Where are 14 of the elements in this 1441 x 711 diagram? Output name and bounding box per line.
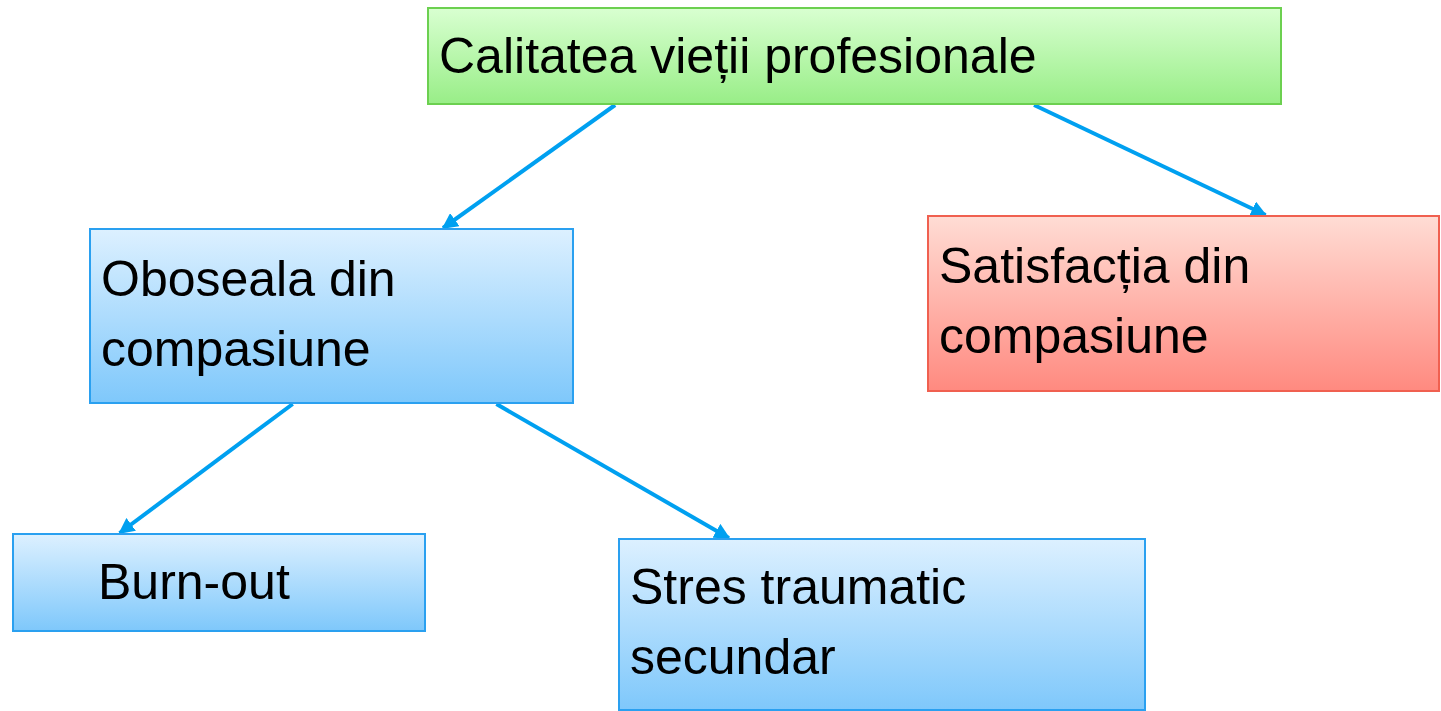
concept-label: Satisfacția din compasiune (939, 237, 1252, 366)
arrow (495, 402, 731, 540)
concept-box (12, 533, 426, 632)
concept-label: Calitatea vieții profesionale (439, 27, 1038, 86)
arrow (441, 103, 617, 230)
arrow (118, 402, 294, 535)
concept-label: Burn-out (98, 553, 291, 612)
concept-box (618, 538, 1146, 711)
arrow (1033, 103, 1268, 217)
concept-label: Stres traumatic secundar (630, 558, 968, 687)
concept-box (427, 7, 1282, 105)
concept-box (89, 228, 574, 404)
concept-label: Oboseala din compasiune (101, 250, 397, 379)
concept-box (927, 215, 1440, 392)
